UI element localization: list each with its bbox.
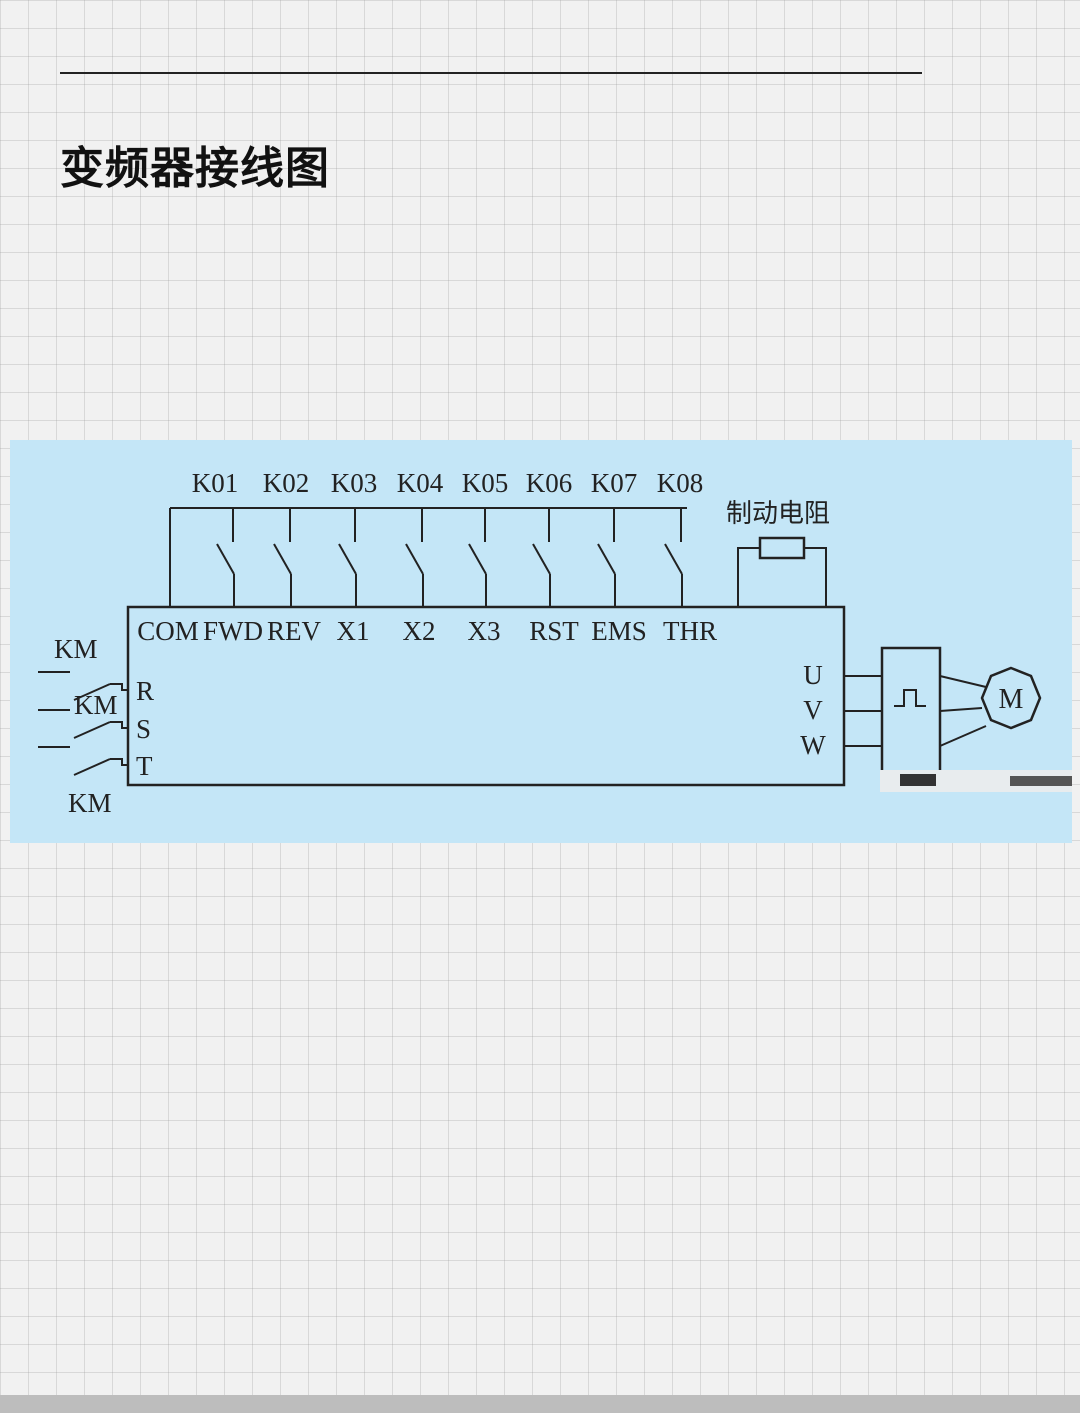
km-contact bbox=[73, 683, 111, 701]
motor-wire-2 bbox=[939, 707, 983, 712]
terminal-label-x3: X3 bbox=[468, 616, 501, 646]
image-artifact-bar bbox=[1010, 776, 1072, 786]
top-rule bbox=[60, 72, 922, 74]
input-side: RST KM KM KM bbox=[38, 634, 154, 818]
km-label: KM bbox=[74, 690, 118, 720]
relay-label-k04: K04 bbox=[397, 468, 444, 498]
page-title: 变频器接线图 bbox=[60, 143, 330, 194]
output-phase-w: W bbox=[800, 730, 826, 760]
km-contact bbox=[73, 758, 111, 776]
output-side: UVW bbox=[800, 660, 882, 760]
km-label: KM bbox=[54, 634, 98, 664]
km-contact bbox=[73, 721, 111, 739]
output-phase-v: V bbox=[803, 695, 823, 725]
terminal-label-thr: THR bbox=[663, 616, 717, 646]
motor-symbol bbox=[980, 666, 1042, 730]
input-phase-r: R bbox=[136, 676, 154, 706]
terminal-label-x1: X1 bbox=[337, 616, 370, 646]
relay-contact bbox=[468, 543, 487, 575]
relay-label-k03: K03 bbox=[331, 468, 378, 498]
km-label: KM bbox=[68, 788, 112, 818]
pulse-icon bbox=[894, 689, 926, 707]
terminal-label-fwd: FWD bbox=[203, 616, 263, 646]
input-wire bbox=[110, 721, 128, 729]
terminal-label-x2: X2 bbox=[403, 616, 436, 646]
brake-resistor-wire-right bbox=[804, 547, 827, 607]
terminal-label-ems: EMS bbox=[591, 616, 647, 646]
input-phase-s: S bbox=[136, 714, 151, 744]
relay-label-k07: K07 bbox=[591, 468, 638, 498]
input-phase-t: T bbox=[136, 751, 153, 781]
relay-label-k05: K05 bbox=[462, 468, 509, 498]
relay-contact bbox=[216, 543, 235, 575]
relay-contact bbox=[664, 543, 683, 575]
input-wire bbox=[110, 683, 128, 691]
relay-label-k06: K06 bbox=[526, 468, 573, 498]
motor-wire-3 bbox=[939, 725, 987, 747]
brake-resistor-wire-left bbox=[737, 547, 760, 607]
relay-contact bbox=[405, 543, 424, 575]
relay-contact bbox=[597, 543, 616, 575]
input-wire bbox=[110, 758, 128, 766]
relay-contact bbox=[273, 543, 292, 575]
output-phase-u: U bbox=[803, 660, 823, 690]
relay-contact bbox=[338, 543, 357, 575]
motor-label: M bbox=[999, 684, 1024, 715]
terminal-label-com: COM bbox=[137, 616, 199, 646]
relay-switches: K01 K02 K03 K04 K05 K06 K07 K08 bbox=[192, 468, 704, 607]
bottom-bar bbox=[0, 1395, 1080, 1413]
relay-label-k02: K02 bbox=[263, 468, 310, 498]
relay-label-k01: K01 bbox=[192, 468, 239, 498]
relay-label-k08: K08 bbox=[657, 468, 704, 498]
relay-contact bbox=[532, 543, 551, 575]
motor-wire-1 bbox=[939, 675, 987, 688]
terminal-label-rev: REV bbox=[267, 616, 322, 646]
brake-resistor-label: 制动电阻 bbox=[726, 499, 830, 529]
terminal-label-rst: RST bbox=[529, 616, 579, 646]
image-artifact-mark bbox=[900, 774, 936, 786]
